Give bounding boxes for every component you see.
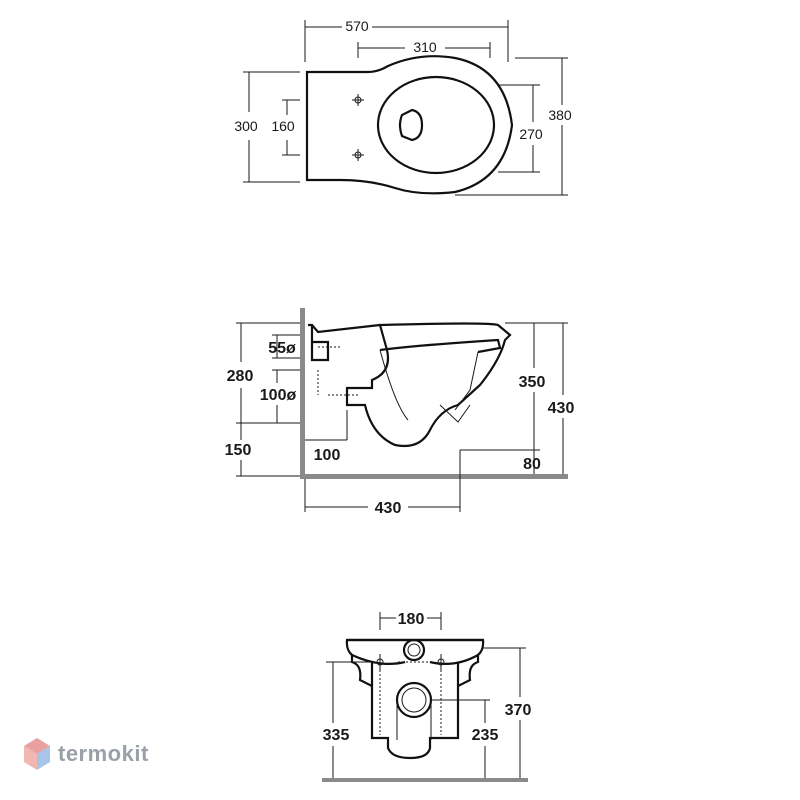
top-seat-depth-label: 270	[519, 126, 543, 142]
top-view: 570 310 300 160 270 380	[234, 18, 572, 196]
floor	[300, 474, 568, 479]
top-depth-label: 300	[234, 118, 258, 134]
rear-overall-height-label: 370	[505, 702, 532, 719]
brand-name: termokit	[58, 741, 149, 766]
fixing-hole-icon	[437, 654, 445, 670]
side-view-bowl	[308, 322, 512, 448]
top-fixing-depth-label: 160	[271, 118, 295, 134]
rear-view-body	[345, 638, 485, 760]
top-fixing-spacing-label: 310	[413, 39, 437, 55]
side-projection-label: 430	[375, 500, 402, 517]
brand-watermark: termokit	[22, 736, 149, 772]
wall	[300, 308, 305, 478]
side-outlet-projection-label: 100	[314, 447, 341, 464]
rear-floor	[322, 778, 528, 782]
seat-opening	[376, 75, 496, 175]
termokit-logo-icon	[24, 738, 50, 770]
rear-view: 180 335 235 370	[322, 611, 531, 782]
side-outlet-diameter-label: 100ø	[260, 387, 297, 404]
rear-waste-height-label: 235	[472, 727, 499, 744]
side-view: 280 150 55ø 100ø 100 350 430 80	[225, 308, 575, 517]
top-view-bowl-outline	[305, 55, 514, 195]
fixing-hole-icon	[376, 654, 384, 670]
fixing-hole-icon	[352, 149, 364, 161]
side-outlet-height-label: 150	[225, 442, 252, 459]
side-inlet-height-label: 280	[227, 368, 254, 385]
top-width-label: 570	[345, 18, 369, 34]
top-overall-depth-label: 380	[548, 107, 572, 123]
rear-outlet-height-label: 335	[323, 727, 350, 744]
side-overall-height-label: 430	[548, 400, 575, 417]
fixing-hole-icon	[352, 94, 364, 106]
seat-notch	[398, 108, 424, 142]
side-floor-gap-label: 80	[523, 456, 541, 473]
rear-fixing-spacing-label: 180	[398, 611, 425, 628]
rear-inlet-icon	[402, 638, 426, 662]
side-inlet-diameter-label: 55ø	[268, 340, 296, 357]
side-rim-height-label: 350	[519, 374, 546, 391]
